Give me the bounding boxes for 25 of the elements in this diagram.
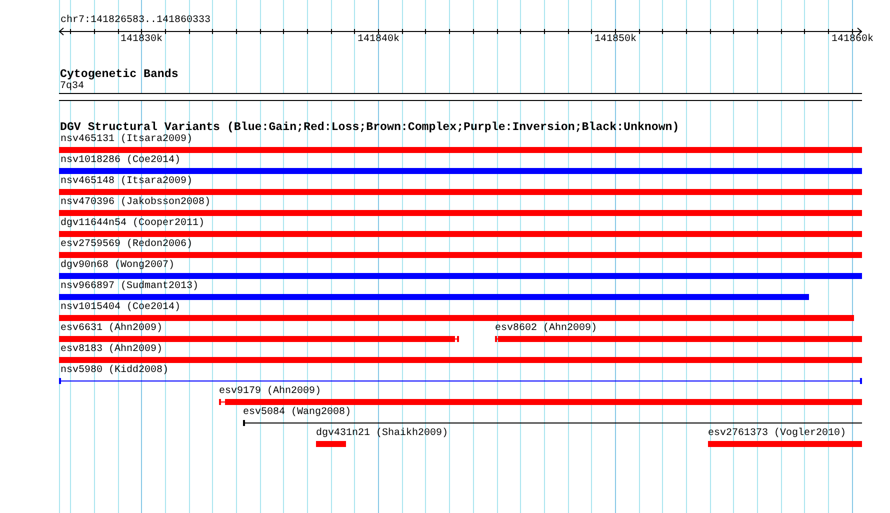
variant-label: dgv11644n54 (Cooper2011) xyxy=(60,219,205,229)
track-heading: Cytogenetic Bands xyxy=(60,68,178,80)
variant-label: esv9179 (Ahn2009) xyxy=(219,387,322,397)
tick-label: 141840k xyxy=(358,35,400,45)
variant-label: nsv966897 (Sudmant2013) xyxy=(60,282,199,292)
coordinate-range-label: chr7:141826583..141860333 xyxy=(60,16,211,26)
tick-label: 141850k xyxy=(594,35,636,45)
variant-label: esv2761373 (Vogler2010) xyxy=(708,429,846,439)
tick-label: 141830k xyxy=(120,35,162,45)
variant-label: esv8602 (Ahn2009) xyxy=(495,324,598,334)
band-label: 7q34 xyxy=(60,82,84,92)
variant-label: esv5084 (Wang2008) xyxy=(243,408,352,418)
variant-label: nsv5980 (Kidd2008) xyxy=(60,366,169,376)
variant-label: esv2759569 (Redon2006) xyxy=(60,240,193,250)
variant-label: nsv465131 (Itsara2009) xyxy=(60,135,193,145)
variant-label: nsv470396 (Jakobsson2008) xyxy=(60,198,211,208)
variant-label: nsv465148 (Itsara2009) xyxy=(60,177,193,187)
variant-label: esv8183 (Ahn2009) xyxy=(60,345,163,355)
variant-label: nsv1015404 (Coe2014) xyxy=(60,303,181,313)
variant-label: dgv90n68 (Wong2007) xyxy=(60,261,175,271)
variant-label: esv6631 (Ahn2009) xyxy=(60,324,163,334)
track-heading: DGV Structural Variants (Blue:Gain;Red:Loss;Brown:Complex;Purple:Inversion;Black:Unknown) xyxy=(60,121,680,134)
tick-label: 141860k xyxy=(832,35,874,45)
variant-label: dgv431n21 (Shaikh2009) xyxy=(316,429,448,439)
variant-label: nsv1018286 (Coe2014) xyxy=(60,156,181,166)
